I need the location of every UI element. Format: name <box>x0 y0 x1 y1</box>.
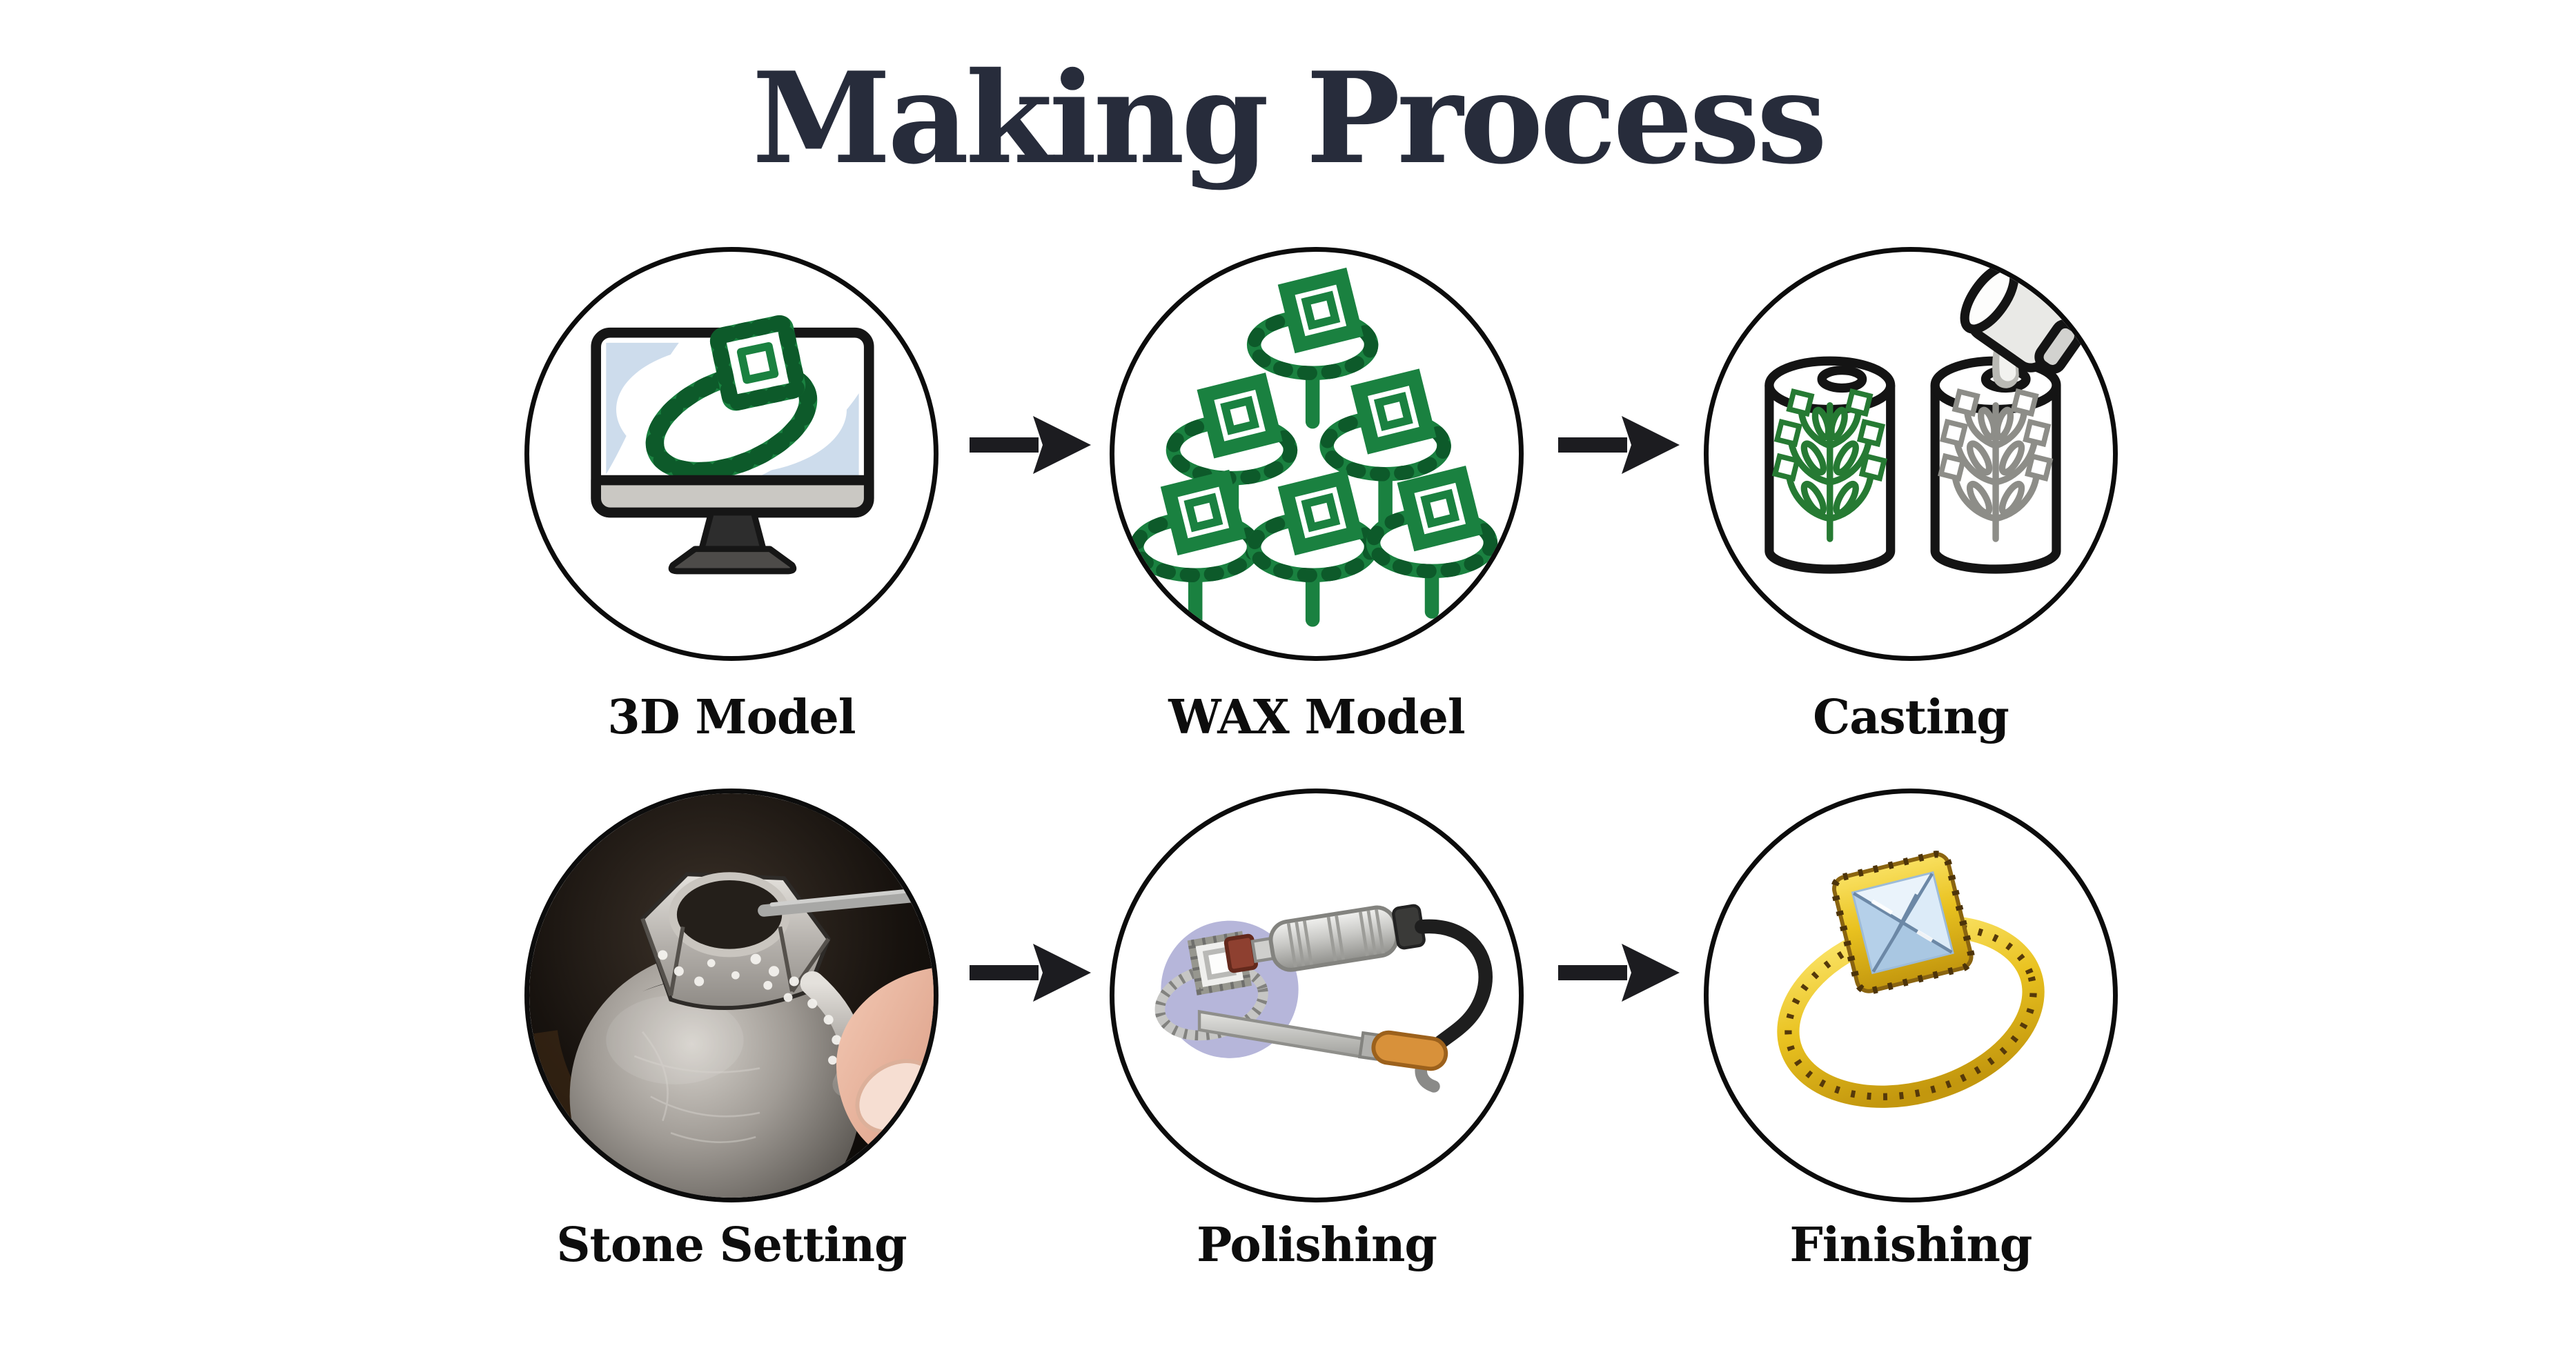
arrow-right-icon <box>1558 416 1680 474</box>
step-circle-polishing <box>1110 789 1524 1202</box>
step-circle-finishing <box>1704 789 2118 1202</box>
arrow-right-icon <box>970 944 1091 1002</box>
casting-flasks-icon <box>1764 262 2084 574</box>
step-label-finishing: Finishing <box>1789 1218 2033 1273</box>
wax-ring-tree-icon <box>1129 267 1498 627</box>
step-label-polishing: Polishing <box>1197 1218 1437 1273</box>
arrow-right-icon <box>970 416 1091 474</box>
step-label-wax-model: WAX Model <box>1168 690 1465 745</box>
step-circle-3d-model <box>524 247 938 661</box>
step-circle-stone-setting <box>524 789 938 1202</box>
page-title: Making Process <box>751 44 1827 192</box>
finished-gold-ring-icon <box>1777 851 2045 1108</box>
stone-setting-photo <box>529 793 934 1198</box>
arrow-right-icon <box>1558 944 1680 1002</box>
step-circle-wax-model <box>1110 247 1524 661</box>
step-label-3d-model: 3D Model <box>607 690 856 745</box>
monitor-ring-3d-icon <box>591 315 874 575</box>
step-label-casting: Casting <box>1813 690 2009 745</box>
polishing-tools-icon <box>1154 904 1493 1093</box>
step-circle-casting <box>1704 247 2118 661</box>
step-label-stone-setting: Stone Setting <box>556 1218 907 1273</box>
